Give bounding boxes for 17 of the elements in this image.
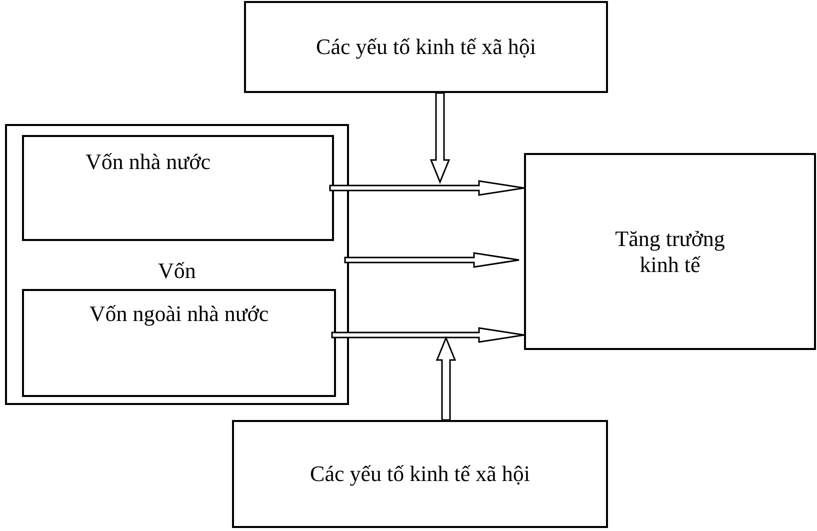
process-box (232, 420, 608, 528)
hollow-arrow (344, 252, 520, 268)
box-label: Vốn (158, 258, 196, 284)
box-label: Các yếu tố kinh tế xã hội (310, 461, 530, 487)
process-box (22, 289, 336, 397)
box-label: Vốn nhà nước (86, 149, 210, 175)
hollow-arrow (436, 336, 456, 421)
box-label: Tăng trưởng kinh tế (614, 226, 726, 278)
hollow-arrow (329, 180, 525, 196)
process-box (244, 1, 608, 93)
process-box (5, 124, 349, 405)
process-box (524, 153, 816, 350)
box-label: Các yếu tố kinh tế xã hội (316, 34, 536, 60)
hollow-arrow (331, 327, 525, 343)
box-label: Vốn ngoài nhà nước (89, 301, 269, 327)
process-box (22, 135, 334, 241)
hollow-arrow (430, 92, 450, 184)
